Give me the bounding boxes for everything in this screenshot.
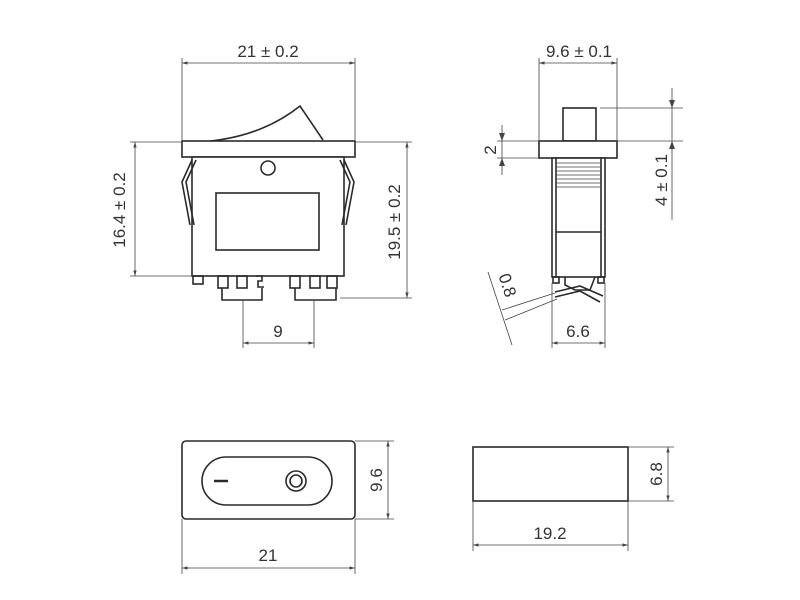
rocker-height-dim: 4 ± 0.1 (652, 154, 671, 206)
terminal-thickness-dim: 0.8 (495, 271, 520, 299)
base-width-dim: 6.6 (566, 322, 590, 341)
side-view: 9.6 ± 0.1 4 ± 0.1 2 0.8 6.6 (481, 42, 683, 348)
window (215, 192, 320, 251)
side-width-dim: 9.6 ± 0.1 (546, 42, 612, 61)
cutout-height-dim: 6.8 (647, 462, 666, 486)
front-view: 21 ± 0.2 16.4 ± 0.2 19.5 ± 0.2 9 (110, 42, 412, 348)
front-body-height-dim: 16.4 ± 0.2 (110, 172, 129, 248)
flange-thickness-dim: 2 (481, 145, 500, 154)
flange (181, 140, 356, 158)
rocker-actuator (199, 104, 324, 143)
rocker-top (201, 456, 333, 506)
top-view: 9.6 21 (181, 440, 394, 574)
indicator-dot (260, 160, 276, 176)
top-height-dim: 9.6 (367, 468, 386, 492)
top-width-dim: 21 (259, 546, 278, 565)
front-total-height-dim: 19.5 ± 0.2 (385, 184, 404, 260)
plunger (562, 107, 597, 142)
top-frame (181, 440, 356, 520)
panel-cutout (472, 446, 629, 502)
cutout-view: 6.8 19.2 (472, 446, 674, 551)
terminal-pitch-dim: 9 (273, 322, 282, 341)
front-width-dim: 21 ± 0.2 (237, 42, 298, 61)
cutout-width-dim: 19.2 (533, 524, 566, 543)
